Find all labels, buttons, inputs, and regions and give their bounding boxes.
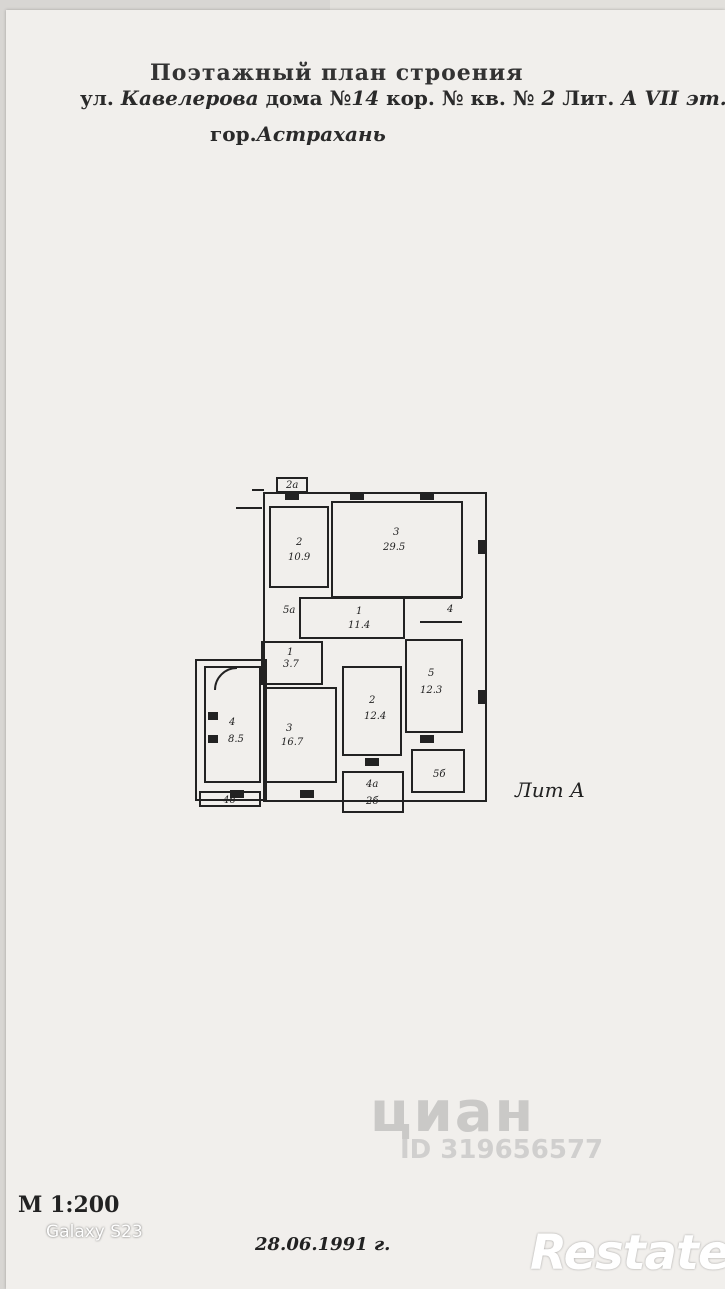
room-label: 2б [365, 796, 379, 807]
apartment-word: кв. № [470, 86, 535, 110]
document-title: Поэтажный план строения [150, 60, 524, 86]
korpus-word: кор. № [386, 86, 464, 110]
room-area: 29.5 [382, 542, 405, 553]
room-label: 4а [365, 779, 378, 790]
litera-value: А [621, 86, 638, 110]
city-name: Астрахань [256, 122, 386, 146]
window-mark [365, 758, 379, 766]
room-label: 3 [393, 527, 399, 538]
address-line: ул. Кавелерова дома №14 кор. № кв. № 2 Л… [80, 86, 725, 110]
floor-value: VII эт. [644, 86, 725, 110]
window-mark [350, 492, 364, 500]
agency-logo: Restate [530, 1225, 725, 1281]
fixture-mark [208, 712, 218, 720]
room-2b-outline [342, 666, 402, 756]
room-area: 12.4 [364, 711, 386, 722]
scale-prefix: М [18, 1192, 43, 1218]
cian-watermark: циан [370, 1080, 535, 1145]
room-area: 8.5 [228, 734, 244, 745]
street-prefix: ул. [80, 86, 114, 110]
window-mark [420, 735, 434, 743]
watermark-id-text: ID 319656577 [400, 1135, 604, 1165]
window-mark [230, 790, 244, 798]
room-label: 3 [286, 723, 292, 734]
room-label: 4 [228, 717, 235, 728]
door-swing [214, 667, 238, 691]
plan-outer-wall [263, 492, 487, 802]
watermark-brand: циан [370, 1080, 536, 1145]
paper-sheet [6, 10, 725, 1289]
room-area: 11.4 [348, 620, 370, 631]
room-label: 5б [433, 769, 446, 780]
city-word: гор. [210, 122, 257, 146]
room-label: 2 [295, 537, 302, 548]
room-4-outline [204, 666, 261, 783]
room-area: 3.7 [283, 659, 300, 670]
room-area: 10.9 [288, 552, 311, 563]
room-label: 2 [368, 695, 375, 706]
room-label: 1 [287, 647, 293, 658]
camera-watermark: Galaxy S23 [46, 1222, 143, 1242]
room-2-outline [269, 506, 329, 588]
room-label: 2а [285, 480, 298, 491]
room-area: 16.7 [281, 737, 304, 748]
scale-value: 1:200 [50, 1192, 120, 1218]
window-mark [478, 690, 486, 704]
room-label: 5а [283, 605, 295, 616]
house-word: дома № [265, 86, 352, 110]
room-label: 5 [428, 668, 434, 679]
house-number: 14 [351, 86, 380, 110]
apartment-number: 2 [541, 86, 556, 110]
corridor-outline [299, 597, 405, 639]
window-mark [478, 540, 486, 554]
room-4a-outline [342, 771, 404, 813]
room-1-outline [261, 641, 323, 685]
room-5b-outline [411, 749, 465, 793]
fixture-mark [208, 735, 218, 743]
litera-word: Лит. [562, 86, 615, 110]
litera-annotation: Лит А [515, 778, 586, 802]
window-mark [285, 492, 299, 500]
scale-label: М 1:200 [18, 1192, 119, 1218]
room-5-outline [405, 639, 463, 733]
window-mark [420, 492, 434, 500]
document-header: Поэтажный план строения ул. Кавелерова д… [70, 60, 725, 150]
street-name: Кавелерова [120, 86, 259, 110]
room-label: 4б [222, 795, 236, 806]
room-label: 4 [446, 604, 453, 615]
room-area: 12.3 [420, 685, 442, 696]
room-3b-outline [263, 687, 337, 783]
plan-west-wing [195, 659, 267, 801]
room-label: 1 [356, 606, 362, 617]
footer-date: 28.06.1991 г. [255, 1234, 391, 1255]
city-line: гор.Астрахань [210, 122, 386, 146]
window-mark [300, 790, 314, 798]
